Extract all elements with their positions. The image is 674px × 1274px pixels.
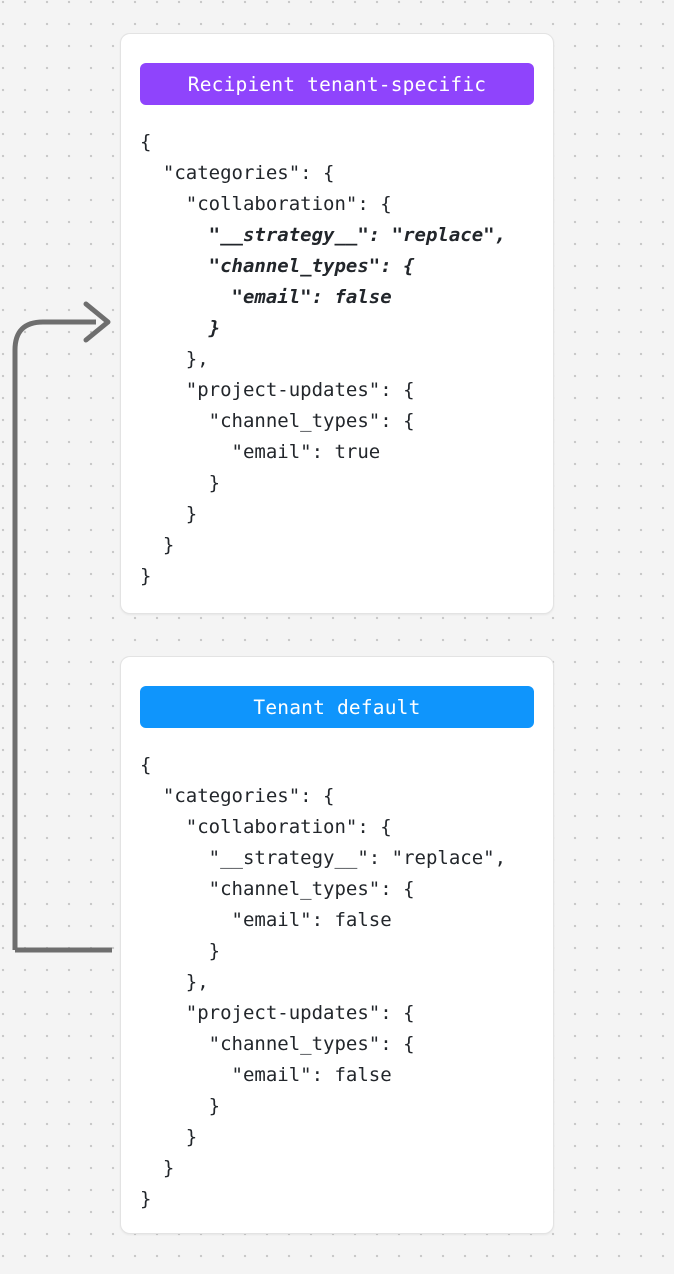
code-line: "email": true [140, 441, 381, 463]
arrow-head-icon [83, 301, 111, 343]
card-header-tenant-default: Tenant default [140, 686, 534, 728]
json-code-block-tenant-default: { "categories": { "collaboration": { "__… [140, 750, 534, 1215]
code-line: "email": false [140, 909, 392, 931]
code-line: } [140, 1126, 198, 1148]
card-recipient-tenant-specific: Recipient tenant-specific { "categories"… [120, 33, 554, 614]
code-line: "__strategy__": "replace", [140, 847, 507, 869]
json-code-block-recipient: { "categories": { "collaboration": { "__… [140, 127, 534, 592]
code-line: "categories": { [140, 162, 335, 184]
code-line: "collaboration": { [140, 816, 392, 838]
code-line: } [140, 503, 198, 525]
code-line: "__strategy__": "replace", [140, 224, 507, 246]
code-line: } [140, 565, 152, 587]
card-header-label: Tenant default [253, 695, 421, 719]
code-line: } [140, 940, 221, 962]
code-line: "channel_types": { [140, 410, 415, 432]
card-header-label: Recipient tenant-specific [187, 72, 487, 96]
code-line: { [140, 131, 152, 153]
code-line: } [140, 1157, 175, 1179]
code-line: "categories": { [140, 785, 335, 807]
arrow-path [12, 319, 96, 950]
code-line: "email": false [140, 1064, 392, 1086]
code-line: } [140, 317, 221, 339]
code-line: }, [140, 348, 209, 370]
code-line: "channel_types": { [140, 1033, 415, 1055]
code-line: } [140, 534, 175, 556]
code-line: }, [140, 971, 209, 993]
code-line: "project-updates": { [140, 379, 415, 401]
override-flow-arrow [12, 301, 112, 953]
code-line: { [140, 754, 152, 776]
code-line: } [140, 1188, 152, 1210]
code-line: "email": false [140, 286, 392, 308]
code-line: "channel_types": { [140, 878, 415, 900]
code-line: } [140, 472, 221, 494]
code-line: } [140, 1095, 221, 1117]
card-tenant-default: Tenant default { "categories": { "collab… [120, 656, 554, 1234]
code-line: "collaboration": { [140, 193, 392, 215]
card-header-recipient-tenant-specific: Recipient tenant-specific [140, 63, 534, 105]
code-line: "channel_types": { [140, 255, 415, 277]
code-line: "project-updates": { [140, 1002, 415, 1024]
